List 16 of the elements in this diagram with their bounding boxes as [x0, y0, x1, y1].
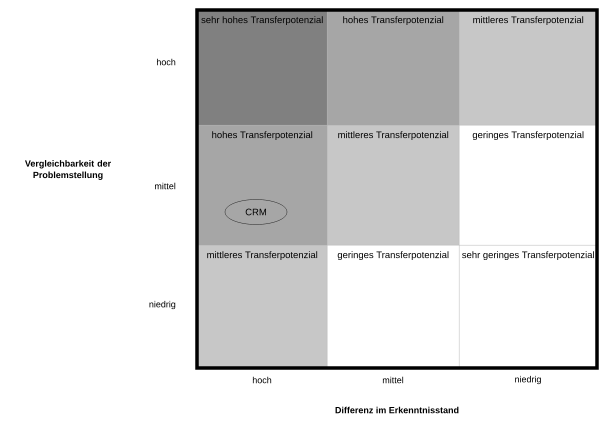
axis-tick-label: hoch	[157, 58, 176, 66]
axis-title: Differenz im Erkenntnisstand	[336, 406, 458, 414]
axis-tick-label: mittel	[382, 376, 404, 384]
matrix-cell: mittleres Transferpotenzial	[197, 245, 328, 368]
matrix-cell: mittleres Transferpotenzial	[459, 10, 598, 126]
axis-title: Vergleichbarkeit der Problemstellung	[24, 160, 111, 180]
matrix-cell: geringes Transferpotenzial	[327, 245, 460, 368]
axis-tick-label: hoch	[252, 376, 272, 384]
matrix-cell: mittleres Transferpotenzial	[327, 125, 460, 246]
matrix-cell: hohes Transferpotenzial	[327, 10, 460, 126]
matrix-cell: sehr geringes Transferpotenzial	[459, 245, 598, 368]
matrix-cell: geringes Transferpotenzial	[459, 125, 598, 246]
ellipse-label: CRM	[224, 199, 288, 225]
matrix-cell: sehr hohes Transferpotenzial	[197, 10, 328, 126]
axis-tick-label: mittel	[154, 182, 176, 190]
axis-tick-label: niedrig	[149, 300, 176, 310]
